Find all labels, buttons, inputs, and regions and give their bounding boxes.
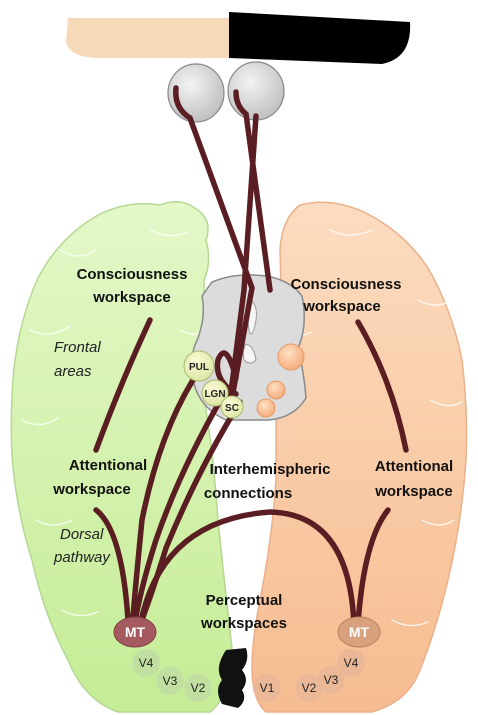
left-attentional-label-2: workspace — [52, 481, 131, 498]
visual-field-bar — [66, 12, 410, 64]
left-consciousness-label-2: workspace — [92, 289, 171, 306]
occipital-notch — [218, 648, 247, 708]
interhemispheric-label-2: connections — [204, 485, 292, 502]
interhemispheric-label: Interhemispheric — [210, 461, 331, 478]
mt-right-label: MT — [349, 624, 370, 640]
v3-left-label: V3 — [163, 674, 178, 688]
perceptual-label-2: workspaces — [200, 615, 287, 632]
left-consciousness-label: Consciousness — [77, 266, 188, 283]
right-attentional-label-2: workspace — [374, 483, 453, 500]
v1-right-label: V1 — [260, 681, 275, 695]
v2-right-label: V2 — [302, 681, 317, 695]
perceptual-label: Perceptual — [206, 592, 283, 609]
visual-field-left-half — [66, 18, 229, 58]
right-consciousness-label: Consciousness — [291, 276, 402, 293]
left-attentional-label: Attentional — [69, 457, 147, 474]
v2-left-label: V2 — [191, 681, 206, 695]
lgn-label: LGN — [204, 389, 225, 400]
right-consciousness-label-2: workspace — [302, 298, 381, 315]
v4-left-label: V4 — [139, 656, 154, 670]
dorsal-pathway-label: Dorsal — [60, 526, 104, 543]
visual-field-right-half — [229, 12, 410, 64]
mt-left-label: MT — [125, 624, 146, 640]
frontal-areas-label-2: areas — [54, 363, 92, 380]
v4-right-label: V4 — [344, 656, 359, 670]
v3-right-label: V3 — [324, 673, 339, 687]
frontal-areas-label: Frontal — [54, 339, 101, 356]
sc-label: SC — [225, 403, 239, 414]
pul-label: PUL — [189, 362, 209, 373]
right-attentional-label: Attentional — [375, 458, 453, 475]
dorsal-pathway-label-2: pathway — [53, 549, 111, 566]
